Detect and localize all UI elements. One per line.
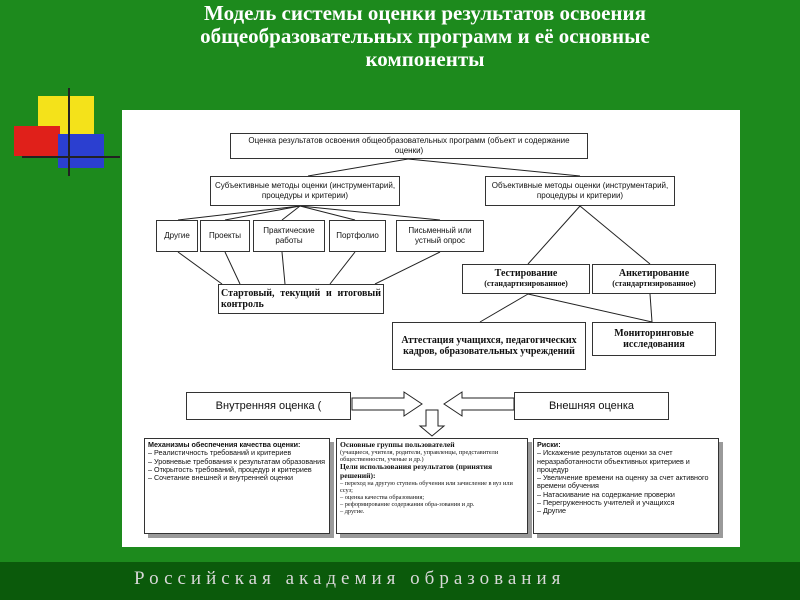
line-top-to-objective: [408, 159, 580, 176]
line-testing-to-attestation: [480, 294, 528, 322]
risks-item: – Увеличение времени на оценку за счет а…: [537, 474, 715, 491]
method-practical: Практические работы: [253, 220, 325, 252]
groups-item: – переход на другую ступень обучения или…: [340, 480, 524, 494]
groups-item: – оценка качества образования;: [340, 494, 524, 501]
control-box: Стартовый, текущий и итоговый контроль: [218, 284, 384, 314]
footer-text: Российская академия образования: [134, 568, 565, 590]
groups-item: – другие.: [340, 508, 524, 515]
arrow-left: [444, 392, 514, 416]
internal-assessment-box: Внутренняя оценка (: [186, 392, 351, 420]
top-box: Оценка результатов освоения общеобразова…: [230, 133, 588, 159]
line-practical-to-control: [282, 252, 285, 284]
line-projects-to-control: [225, 252, 240, 284]
line-survey-to-monitoring: [650, 294, 652, 322]
attestation-box: Аттестация учащихся, педагогических кадр…: [392, 322, 586, 370]
line-sub-to-oral: [300, 206, 440, 220]
line-obj-to-survey: [580, 206, 650, 264]
risks-item: – Искажение результатов оценки за счет н…: [537, 449, 715, 474]
line-sub-to-portfolio: [300, 206, 355, 220]
survey-title: Анкетирование: [619, 269, 689, 279]
subjective-methods-box: Субъективные методы оценки (инструментар…: [210, 176, 400, 206]
survey-sub: (стандартизированное): [612, 279, 696, 289]
risks-box: Риски: – Искажение результатов оценки за…: [533, 438, 719, 534]
survey-box: Анкетирование (стандартизированное): [592, 264, 716, 294]
line-testing-to-monitoring: [528, 294, 652, 322]
mechanisms-box: Механизмы обеспечения качества оценки: –…: [144, 438, 330, 534]
line-oral-to-control: [375, 252, 440, 284]
testing-title: Тестирование: [495, 269, 558, 279]
arrow-down: [420, 410, 444, 436]
testing-box: Тестирование (стандартизированное): [462, 264, 590, 294]
groups-sub: (учащиеся, учителя, родители, управленцы…: [340, 449, 524, 463]
groups-goals: Цели использования результатов (принятия…: [340, 463, 524, 480]
testing-sub: (стандартизированное): [484, 279, 568, 289]
arrows: [352, 392, 514, 436]
line-other-to-control: [178, 252, 222, 284]
user-groups-box: Основные группы пользователей (учащиеся,…: [336, 438, 528, 534]
method-projects: Проекты: [200, 220, 250, 252]
arrow-right: [352, 392, 422, 416]
external-assessment-box: Внешняя оценка: [514, 392, 669, 420]
mechanisms-item: – Сочетание внешней и внутренней оценки: [148, 474, 326, 482]
method-oral: Письменный или устный опрос: [396, 220, 484, 252]
groups-heading: Основные группы пользователей: [340, 441, 524, 449]
risks-item: – Другие: [537, 507, 715, 515]
line-top-to-subjective: [308, 159, 408, 176]
groups-item: – реформирование содержания обра-зования…: [340, 501, 524, 508]
line-sub-to-other: [178, 206, 300, 220]
monitoring-box: Мониторинговые исследования: [592, 322, 716, 356]
method-portfolio: Портфолио: [329, 220, 386, 252]
objective-methods-box: Объективные методы оценки (инструментари…: [485, 176, 675, 206]
line-portfolio-to-control: [330, 252, 355, 284]
line-obj-to-testing: [528, 206, 580, 264]
method-other: Другие: [156, 220, 198, 252]
